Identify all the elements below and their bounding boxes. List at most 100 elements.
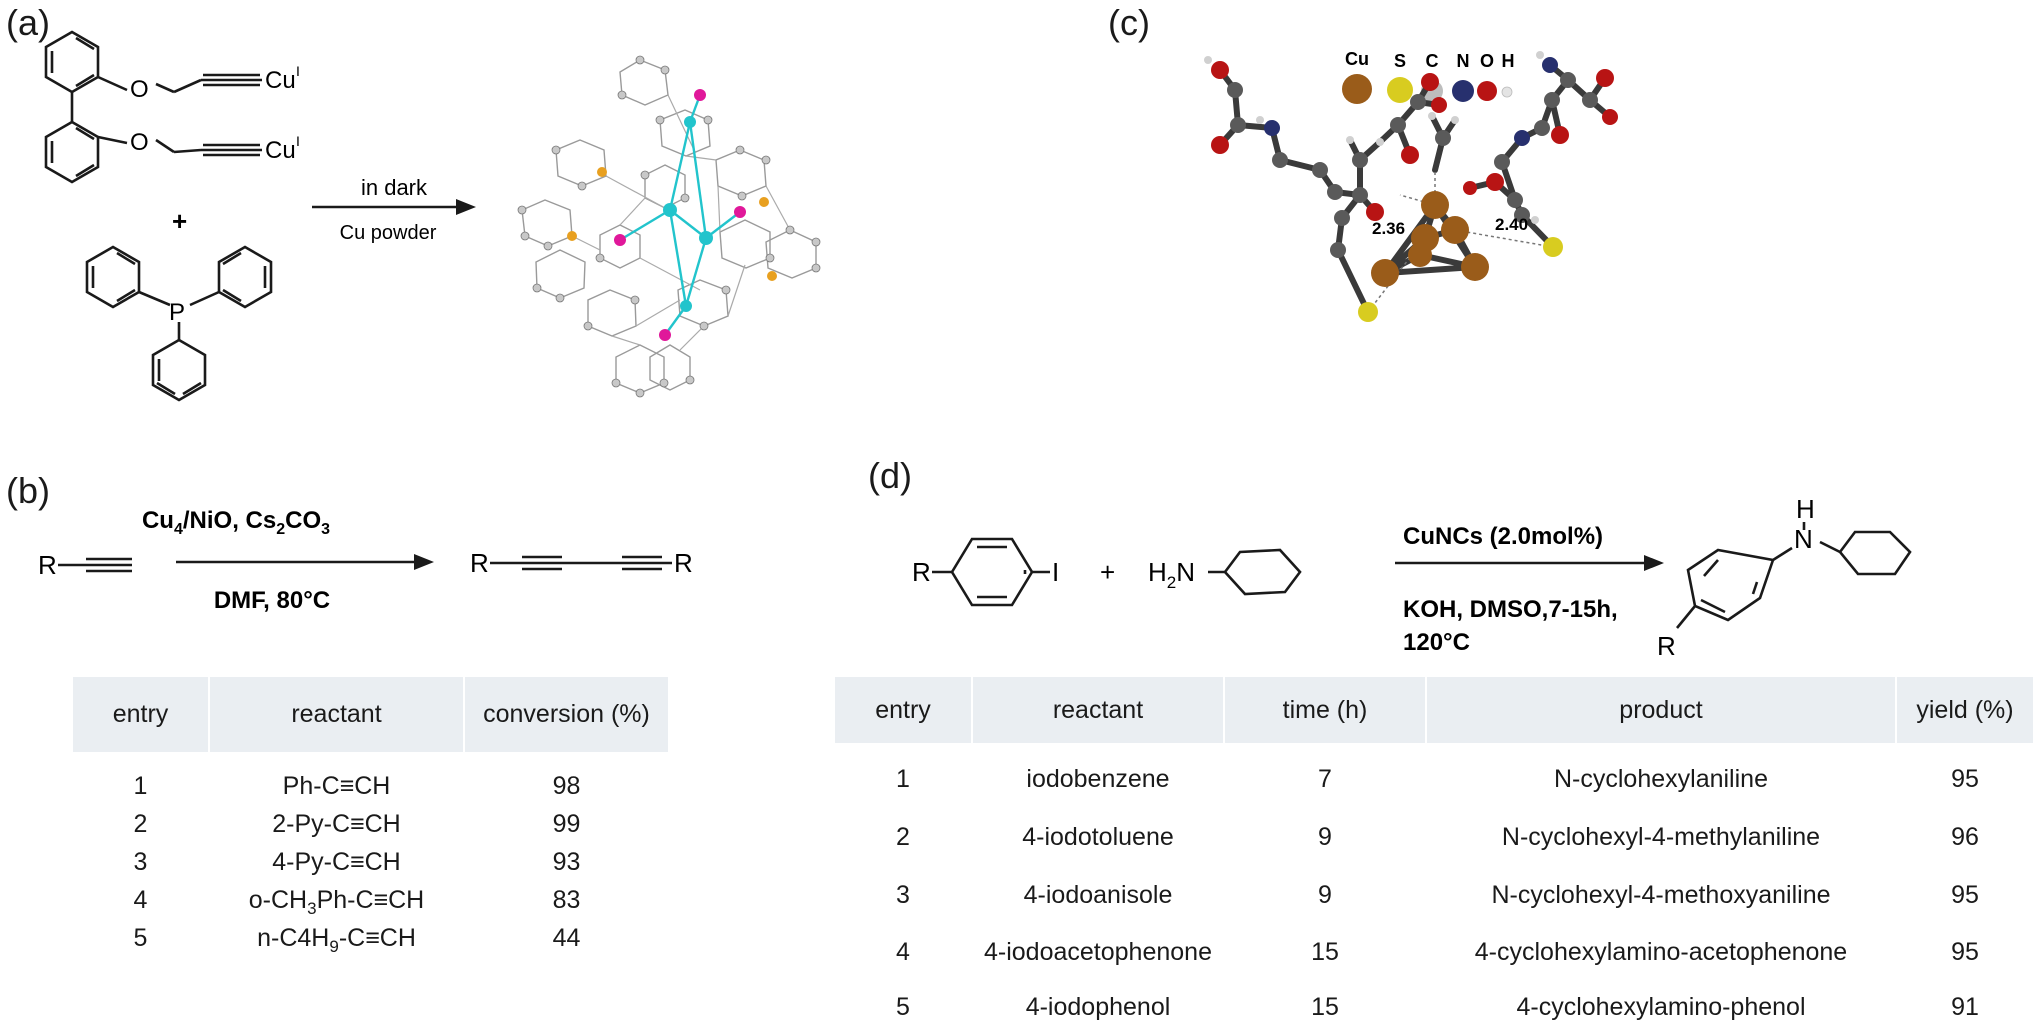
d-row4-time: 15 (1311, 938, 1339, 966)
b-row1-conversion: 98 (552, 772, 581, 800)
upper-oxygen: O (130, 76, 149, 103)
triphenylphosphine (85, 245, 273, 402)
b-header-entry: entry (112, 700, 169, 728)
d-header-reactant: reactant (1052, 696, 1144, 724)
b-row2-entry: 2 (133, 810, 148, 838)
panel-a-label: (a) (6, 2, 50, 43)
alkyne-substituent: R (38, 550, 57, 580)
distance-label-right: 2.40 (1495, 215, 1528, 234)
panel-c-label: (c) (1108, 2, 1150, 43)
panel-b-table: entry reactant conversion (%) 1 Ph-C≡CH … (73, 677, 668, 957)
b-row5-conversion: 44 (552, 924, 581, 952)
legend-n-ball (1452, 80, 1474, 102)
d-row2-entry: 2 (896, 823, 910, 851)
d-row5-product: 4-cyclohexylamino-phenol (1516, 993, 1806, 1021)
panel-b-label: (b) (6, 470, 50, 511)
b-row1-reactant: Ph-C≡CH (282, 772, 391, 800)
b-row2-reactant: 2-Py-C≡CH (272, 810, 401, 838)
b-row1-entry: 1 (133, 772, 148, 800)
d-row5-time: 15 (1311, 993, 1339, 1021)
cluster-crystal-structure (517, 55, 821, 398)
panel-d-table: entry reactant time (h) product yield (%… (835, 677, 2035, 1027)
iodine-atom: I (1052, 557, 1059, 587)
d-row1-reactant: iodobenzene (1026, 765, 1170, 793)
panel-c-model: Cu S C N O H (1204, 49, 1618, 322)
d-row3-reactant: 4-iodoanisole (1023, 881, 1173, 909)
d-row2-reactant: 4-iodotoluene (1022, 823, 1174, 851)
d-row1-product: N-cyclohexylaniline (1554, 765, 1768, 793)
d-row2-time: 9 (1318, 823, 1332, 851)
product-substituent: R (1657, 631, 1676, 661)
legend-h-ball (1501, 86, 1513, 98)
b-row4-entry: 4 (133, 886, 148, 914)
panel-d-catalyst: CuNCs (2.0mol%) (1403, 523, 1603, 550)
d-row3-product: N-cyclohexyl-4-methoxyaniline (1491, 881, 1831, 909)
molecule-atoms (1204, 51, 1618, 322)
panel-b-catalyst: Cu4/NiO, Cs2CO3 (142, 507, 330, 538)
d-row5-entry: 5 (896, 993, 910, 1021)
d-row4-entry: 4 (896, 938, 910, 966)
d-row5-yield: 91 (1951, 993, 1979, 1021)
panel-d-conditions-1: KOH, DMSO,7-15h, (1403, 596, 1618, 623)
phosphorus-atom: P (169, 299, 185, 326)
legend-cu-label: Cu (1345, 49, 1369, 69)
legend-o-ball (1477, 81, 1497, 101)
lower-copper: Cu (265, 137, 296, 164)
amine-group: H2N (1148, 557, 1195, 592)
legend-cu-ball (1342, 74, 1372, 104)
d-row3-entry: 3 (896, 881, 910, 909)
product-structure (1675, 522, 1912, 629)
panel-b-scheme: R Cu4/NiO, Cs2CO3 DMF, 80°C R R (38, 507, 693, 614)
atom-legend: Cu S C N O H (1342, 49, 1515, 104)
distance-label-left: 2.36 (1372, 219, 1405, 238)
product-nh-hydrogen: H (1796, 494, 1815, 524)
d-row3-yield: 95 (1951, 881, 1979, 909)
diyne-left-substituent: R (470, 548, 489, 578)
product-nh-nitrogen: N (1794, 524, 1813, 554)
legend-h-label: H (1502, 51, 1515, 71)
legend-n-label: N (1457, 51, 1470, 71)
d-row2-yield: 96 (1951, 823, 1979, 851)
upper-copper-oxstate: I (296, 63, 300, 79)
legend-s-ball (1387, 77, 1413, 103)
legend-c-label: C (1426, 51, 1439, 71)
lower-oxygen: O (130, 129, 149, 156)
d-row4-yield: 95 (1951, 938, 1979, 966)
b-row5-reactant: n-C4H9-C≡CH (257, 924, 416, 956)
d-header-time: time (h) (1282, 696, 1368, 724)
upper-copper: Cu (265, 67, 296, 94)
d-header-yield: yield (%) (1916, 696, 2014, 724)
aryl-substituent: R (912, 557, 931, 587)
panel-a-arrowhead (456, 199, 476, 215)
b-row3-reactant: 4-Py-C≡CH (272, 848, 401, 876)
b-row5-entry: 5 (133, 924, 148, 952)
iodoarene-ring (932, 537, 1050, 607)
d-header-entry: entry (875, 696, 931, 724)
d-row5-reactant: 4-iodophenol (1025, 993, 1171, 1021)
d-row4-reactant: 4-iodoacetophenone (984, 938, 1212, 966)
panel-d-conditions-2: 120°C (1403, 629, 1470, 656)
d-row2-product: N-cyclohexyl-4-methylaniline (1501, 823, 1821, 851)
panel-d-arrowhead (1644, 555, 1664, 571)
panel-d-plus: + (1100, 557, 1115, 587)
legend-s-label: S (1394, 51, 1406, 71)
d-row4-product: 4-cyclohexylamino-acetophenone (1474, 938, 1848, 966)
d-row1-entry: 1 (896, 765, 910, 793)
panel-b-conditions: DMF, 80°C (214, 587, 330, 614)
panel-a-condition-top: in dark (361, 175, 428, 200)
biphenyl-ring-upper (44, 30, 100, 94)
legend-o-label: O (1480, 51, 1494, 71)
d-header-product: product (1619, 696, 1703, 724)
biphenyl-ring-lower (44, 120, 100, 184)
b-row2-conversion: 99 (552, 810, 581, 838)
b-row4-conversion: 83 (552, 886, 581, 914)
panel-d-label: (d) (868, 455, 912, 496)
panel-d-scheme: R I + H2N CuNCs (2.0mol%) KOH, DMSO,7-15… (912, 494, 1912, 661)
panel-a-condition-bottom: Cu powder (340, 222, 437, 244)
b-row3-entry: 3 (133, 848, 148, 876)
b-header-reactant: reactant (291, 700, 382, 728)
panel-a-scheme: O Cu I O Cu I + P in dark Cu powder (44, 30, 821, 402)
b-row3-conversion: 93 (552, 848, 581, 876)
lower-copper-oxstate: I (296, 133, 300, 149)
cyclohexylamine-ring (1208, 548, 1302, 596)
